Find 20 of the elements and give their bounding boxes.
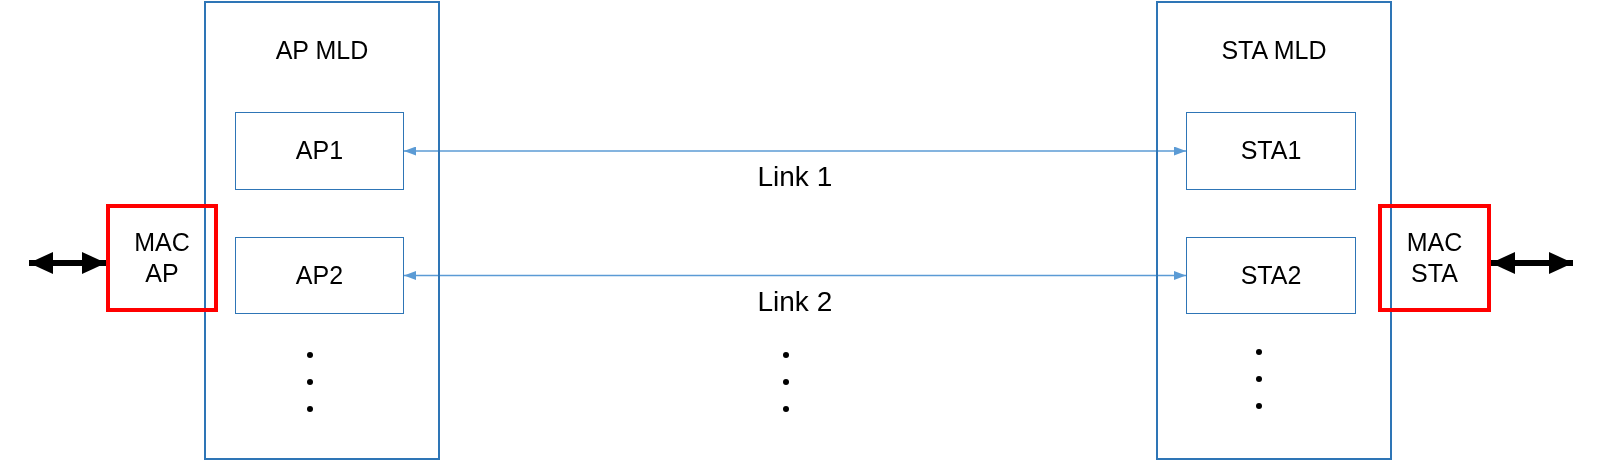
- process-box: [1186, 112, 1356, 190]
- node-label: AP1: [294, 135, 345, 167]
- group-heading: STA MLD: [1220, 35, 1328, 66]
- double-arrow: [403, 146, 1187, 156]
- group-heading: AP MLD: [274, 35, 370, 66]
- process-box: [235, 237, 404, 314]
- double-arrow: [403, 271, 1187, 280]
- highlight-box: [106, 204, 218, 312]
- node-label: STA2: [1239, 259, 1303, 291]
- node-label: AP2: [294, 259, 345, 291]
- process-box: [235, 112, 404, 190]
- device-group-box: [204, 1, 440, 460]
- node-label: MAC STA: [1405, 226, 1464, 289]
- node-label: STA1: [1239, 135, 1303, 167]
- node-label: MAC AP: [133, 226, 191, 289]
- double-arrow: [29, 252, 106, 274]
- double-arrow: [1491, 252, 1573, 274]
- process-box: [1186, 237, 1356, 314]
- highlight-box: [1378, 204, 1491, 312]
- device-group-box: [1156, 1, 1392, 460]
